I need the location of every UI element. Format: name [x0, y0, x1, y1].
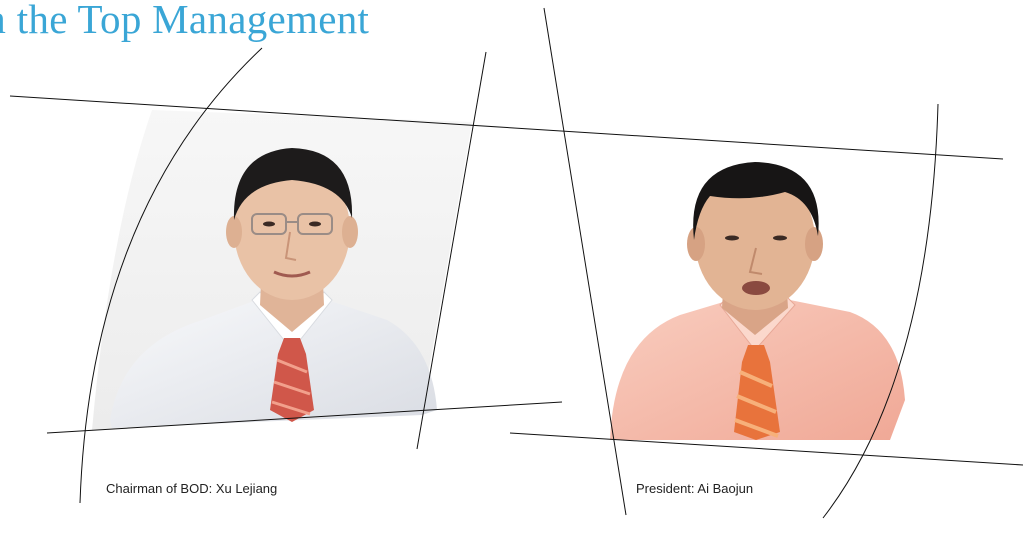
president-portrait: [610, 162, 905, 440]
chairman-portrait: [92, 110, 472, 430]
tie: [270, 338, 314, 422]
shirt: [110, 298, 437, 428]
page-title: m the Top Management: [0, 0, 370, 42]
tie: [734, 345, 780, 440]
chairman-caption: Chairman of BOD: Xu Lejiang: [106, 481, 278, 496]
president-caption: President: Ai Baojun: [636, 481, 754, 496]
